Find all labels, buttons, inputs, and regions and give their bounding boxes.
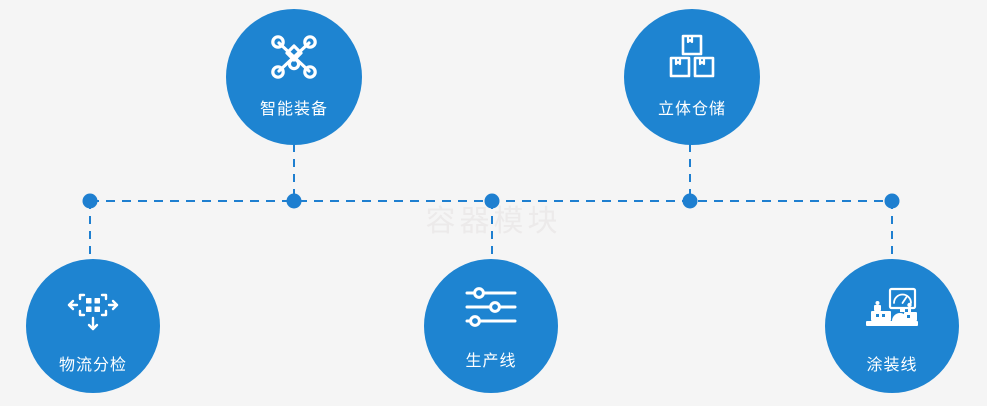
node-production[interactable]	[484, 193, 500, 209]
stacked-boxes-icon	[667, 33, 717, 81]
sorting-arrows-icon	[65, 285, 121, 333]
module-bubble-intelligent-equipment[interactable]: 智能装备	[226, 9, 362, 145]
node-warehouse[interactable]	[682, 193, 698, 209]
module-bubble-logistics-sorting[interactable]: 物流分检	[26, 259, 160, 393]
network-nodes-icon	[268, 33, 320, 81]
node-logistics[interactable]	[82, 193, 98, 209]
module-label-production-line: 生产线	[465, 351, 517, 370]
module-bubble-stereoscopic-warehouse[interactable]: 立体仓储	[624, 9, 760, 145]
module-bubble-coating-line[interactable]: 涂装线	[825, 259, 959, 393]
module-label-intelligent-equipment: 智能装备	[259, 99, 328, 118]
module-label-stereoscopic-warehouse: 立体仓储	[657, 99, 726, 118]
node-coating[interactable]	[884, 193, 900, 209]
module-bubble-production-line[interactable]: 生产线	[424, 259, 558, 393]
module-label-coating-line: 涂装线	[866, 355, 918, 374]
slider-controls-icon	[463, 285, 519, 329]
module-label-logistics-sorting: 物流分检	[58, 355, 127, 374]
node-equipment[interactable]	[286, 193, 302, 209]
industrial-machine-icon	[862, 285, 922, 333]
